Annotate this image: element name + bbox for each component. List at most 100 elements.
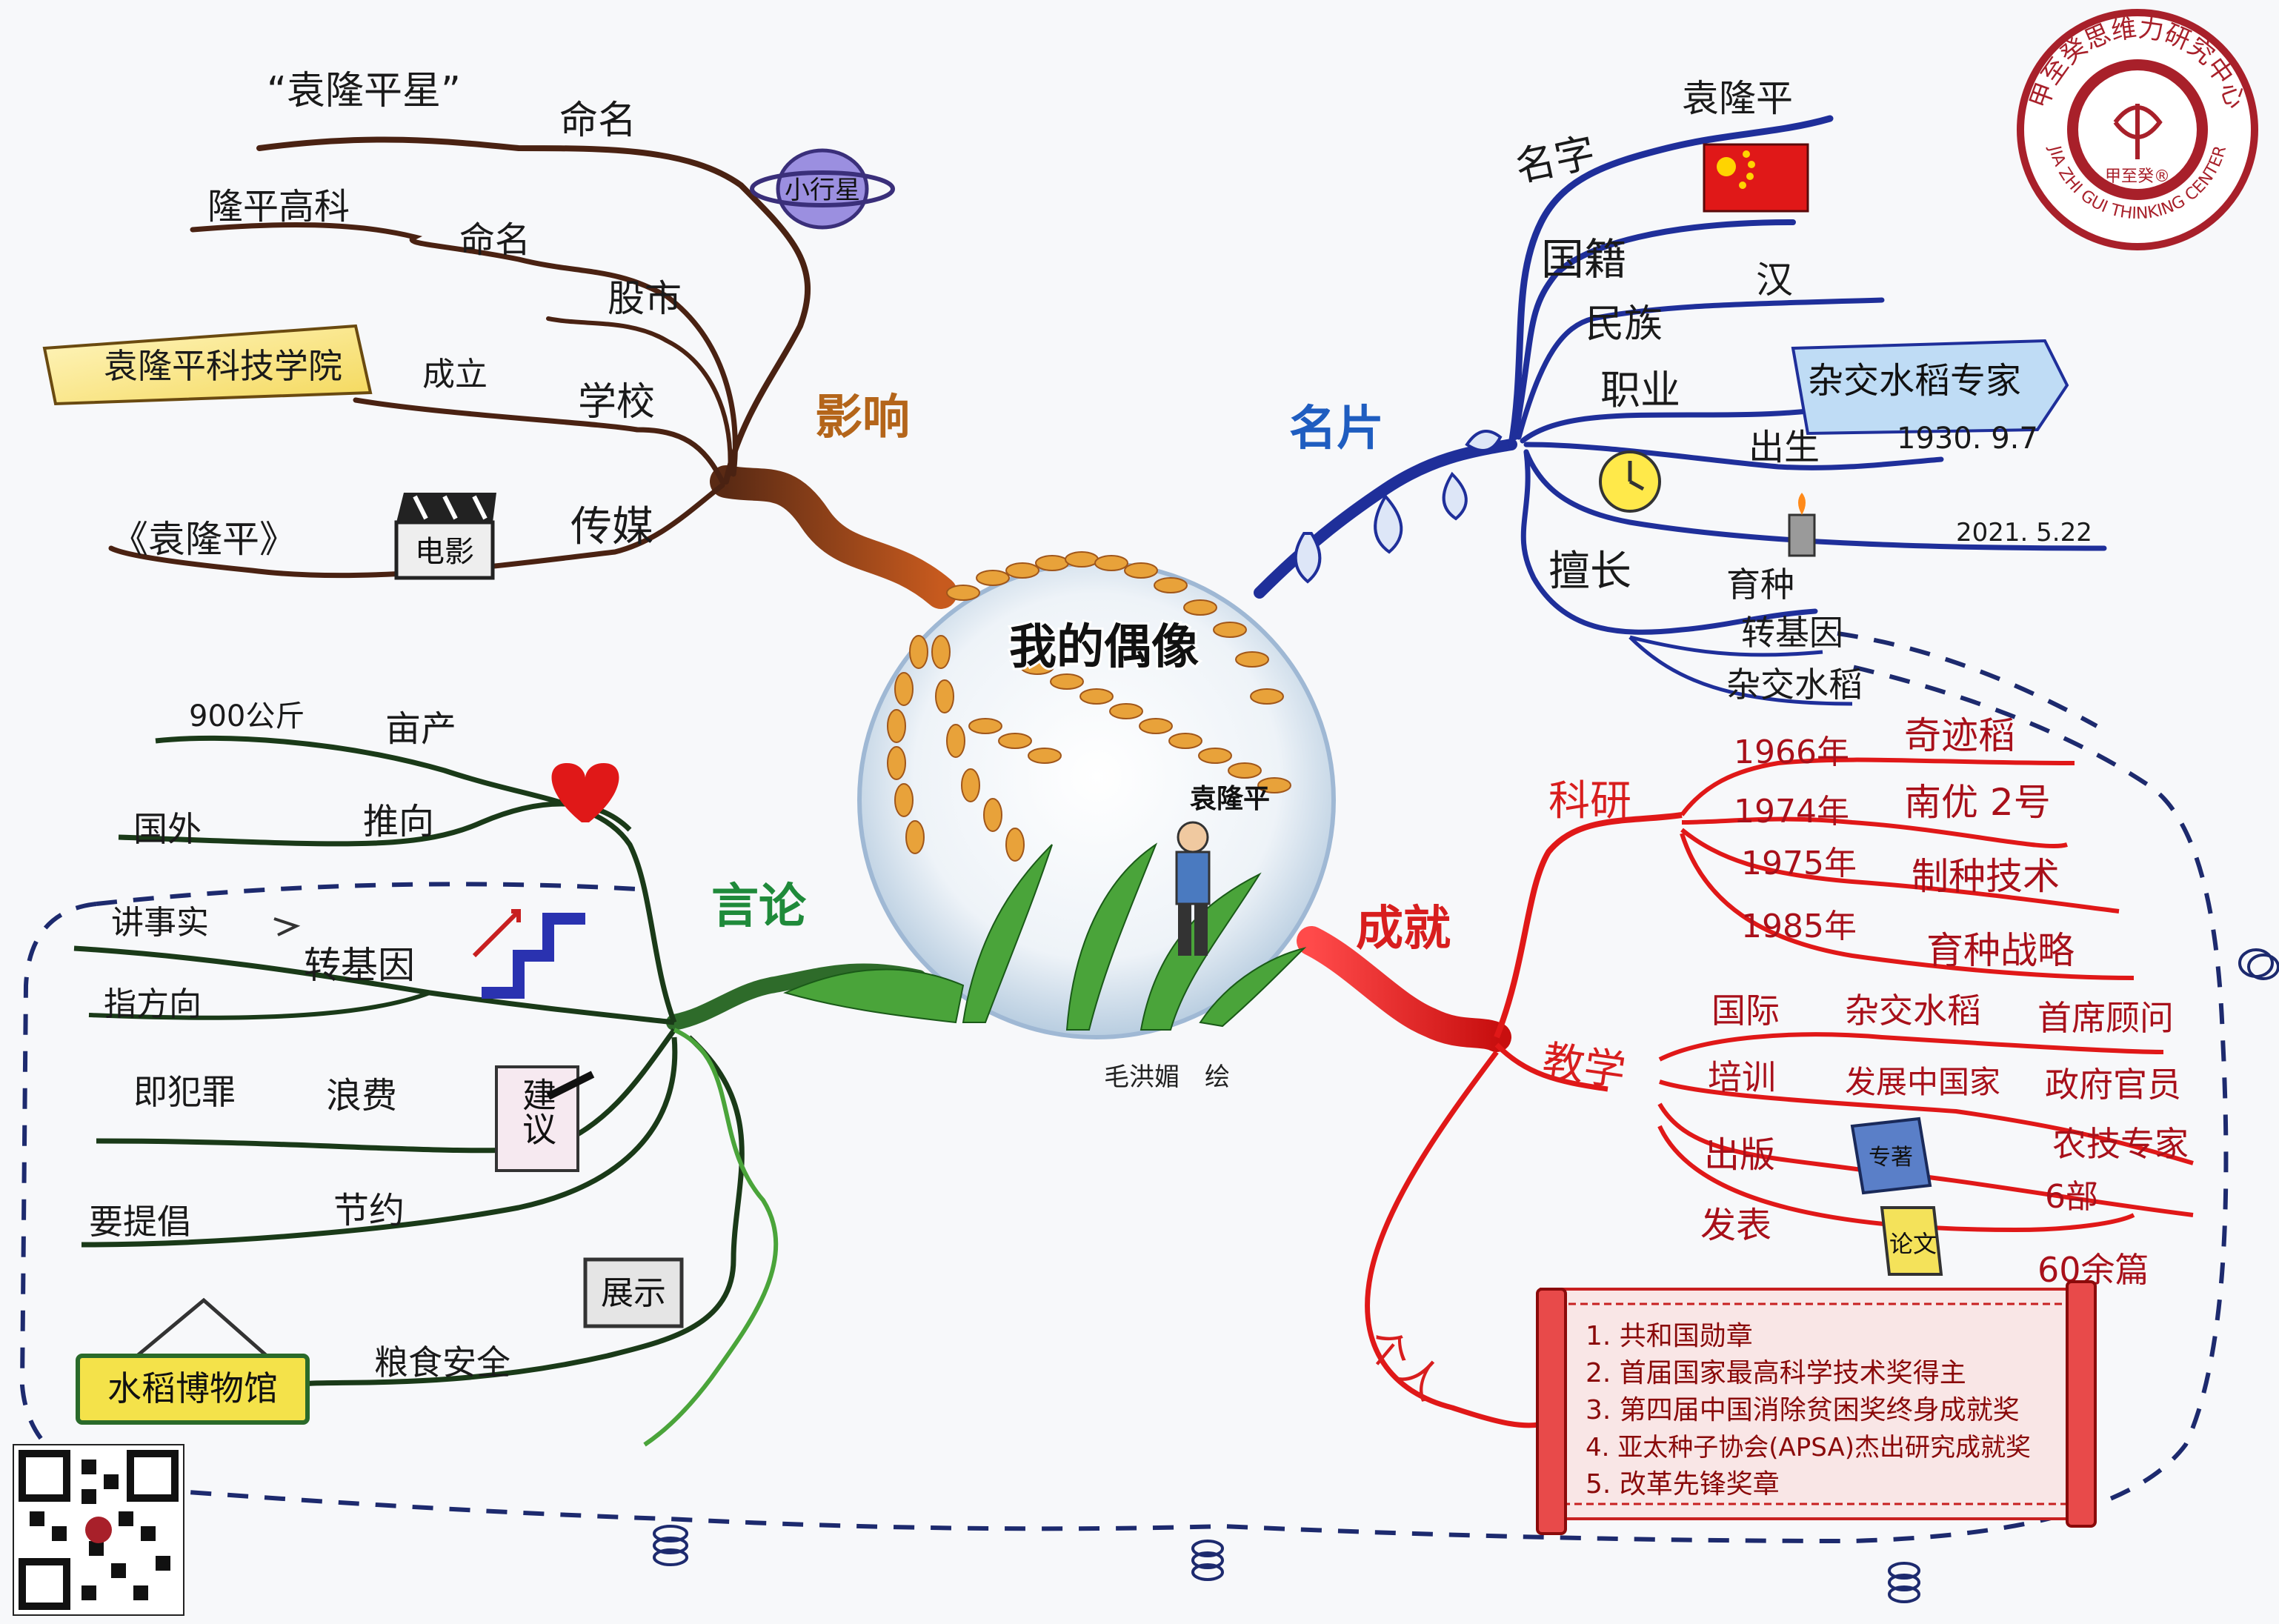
influence-item-naming-star: 命名 — [559, 99, 636, 143]
card-expertise-1: 育种 — [1726, 565, 1794, 605]
teaching-mid-training: 发展中国家 — [1845, 1064, 2000, 1100]
honor-1: 1. 共和国勋章 — [1586, 1321, 1753, 1351]
center-image: 我的偶像 袁隆平 毛洪媚 绘 — [783, 551, 1336, 1092]
svg-text:水稻博物馆: 水稻博物馆 — [107, 1368, 278, 1408]
speech-label-waste: 浪费 — [326, 1075, 397, 1116]
influence-detail-company: 隆平高科 — [207, 186, 350, 227]
teaching-value-intl: 首席顾问 — [2037, 998, 2174, 1038]
honor-4: 4. 亚太种子协会(APSA)杰出研究成就奖 — [1586, 1433, 2031, 1462]
influence-title: 影响 — [815, 390, 910, 445]
card-expertise-2: 转基因 — [1741, 613, 1843, 653]
branch-card: 名片 名字 袁隆平 国籍 民族 汉 职业 杂交水稻专家 出生 1930. 9.7… — [1254, 77, 2107, 706]
achievements-title: 成就 — [1356, 902, 1451, 956]
card-title: 名片 — [1289, 402, 1384, 456]
influence-item-media: 传媒 — [570, 503, 653, 551]
grass-icon — [783, 842, 1307, 1031]
card-expertise-3: 杂交水稻 — [1726, 665, 1863, 705]
card-label-birth: 出生 — [1749, 427, 1820, 468]
speech-label-yield: 亩产 — [385, 708, 456, 750]
spring-coil-icon — [653, 948, 2279, 1603]
film-clapper-icon: 电影 — [394, 493, 496, 580]
teaching-value-experts: 农技专家 — [2052, 1124, 2189, 1164]
research-year-1: 1966年 — [1734, 733, 1849, 771]
honor-5: 5. 改革先锋奖章 — [1586, 1469, 1780, 1500]
research-value-4: 育种战略 — [1926, 929, 2075, 972]
teaching-label-training: 培训 — [1708, 1057, 1776, 1097]
rice-ear-icon — [887, 551, 1291, 862]
center-title: 我的偶像 — [1009, 620, 1199, 675]
branch-achievements: 成就 科研 1966年 奇迹稻 1974年 南优 2号 1975年 制种技术 1… — [1297, 714, 2194, 1535]
teaching-value-books: 6部 — [2045, 1178, 2098, 1216]
dashed-frame-top-left — [96, 882, 638, 906]
speech-value-abroad: 国外 — [133, 809, 202, 849]
svg-text:展示: 展示 — [601, 1274, 666, 1312]
card-value-ethnicity: 汉 — [1756, 259, 1793, 302]
card-value-death: 2021. 5.22 — [1956, 518, 2092, 548]
honors-scroll: 1. 共和国勋章 2. 首届国家最高科学技术奖得主 3. 第四届中国消除贫困奖终… — [1536, 1280, 2097, 1535]
center-person-label: 袁隆平 — [1190, 784, 1270, 814]
book-icon: 专著 — [1850, 1116, 1932, 1195]
research-value-3: 制种技术 — [1912, 855, 2060, 898]
influence-trunk — [710, 465, 957, 609]
influence-detail-star: “袁隆平星” — [267, 69, 461, 113]
logo-mark: 甲至癸® — [2105, 167, 2170, 186]
bellflower-icon — [1294, 430, 1503, 584]
honor-2: 2. 首届国家最高科学技术奖得主 — [1586, 1358, 1966, 1388]
influence-detail-media: 《袁隆平》 — [111, 518, 296, 561]
speech-value-facts: 讲事实 — [111, 904, 209, 942]
artist-credit: 毛洪媚 绘 — [1104, 1062, 1230, 1092]
vine-decoration — [643, 1028, 779, 1447]
stairs-icon — [273, 909, 585, 999]
honor-3: 3. 第四届中国消除贫困奖终身成就奖 — [1586, 1395, 2020, 1425]
card-label-ethnicity: 民族 — [1586, 302, 1663, 347]
card-label-nationality: 国籍 — [1541, 234, 1627, 284]
candle-icon — [1788, 493, 1816, 557]
speech-value-saving: 要提倡 — [89, 1202, 191, 1242]
svg-text:建议: 建议 — [517, 1077, 557, 1145]
branch-speech: 言论 900公斤 亩产 国外 推向 讲事实 指方向 转基因 即犯罪 浪费 建议 … — [73, 699, 927, 1447]
display-icon: 展示 — [583, 1257, 684, 1328]
speech-label-gm: 转基因 — [304, 944, 415, 987]
china-flag-icon — [1703, 143, 1809, 213]
teaching-items: 国际 杂交水稻 首席顾问 培训 发展中国家 政府官员 农技专家 出版 专著 6部… — [1700, 991, 2189, 1290]
branch-influence: 影响 命名 “袁隆平星” 小行星 命名 隆平高科 股市 学校 成立 袁隆平科技学… — [42, 69, 957, 609]
card-value-birth: 1930. 9.7 — [1897, 422, 2038, 456]
teaching-label-publish: 出版 — [1704, 1134, 1775, 1176]
influence-item-school: 学校 — [578, 380, 655, 425]
museum-sign: 水稻博物馆 — [76, 1297, 310, 1425]
research-label: 科研 — [1548, 777, 1631, 825]
svg-text:专著: 专著 — [1869, 1145, 1913, 1171]
teaching-label: 教学 — [1540, 1036, 1628, 1096]
dashed-frame-top-right — [1837, 631, 2098, 728]
teaching-label-intl: 国际 — [1711, 991, 1780, 1031]
research-year-3: 1975年 — [1741, 845, 1857, 882]
school-banner: 袁隆平科技学院 — [42, 324, 373, 406]
speech-title: 言论 — [711, 879, 807, 934]
card-value-name: 袁隆平 — [1682, 77, 1793, 120]
svg-text:杂交水稻专家: 杂交水稻专家 — [1808, 360, 2021, 402]
suggestion-note-icon: 建议 — [495, 1065, 595, 1172]
influence-school-verb: 成立 — [422, 356, 488, 393]
svg-text:论文: 论文 — [1889, 1230, 1937, 1258]
logo-seal: 甲至癸思维力研究中心 JIA ZHI GUI THINKING CENTER 甲… — [2017, 9, 2258, 250]
teaching-value-officials: 政府官员 — [2045, 1065, 2181, 1105]
svg-text:袁隆平科技学院: 袁隆平科技学院 — [104, 346, 342, 386]
job-banner: 杂交水稻专家 — [1791, 339, 2069, 436]
person-figure — [1175, 821, 1211, 956]
research-value-1: 奇迹稻 — [1904, 714, 2015, 757]
clock-icon — [1599, 450, 1661, 513]
speech-value-yield: 900公斤 — [189, 699, 305, 733]
card-label-expertise: 擅长 — [1548, 548, 1631, 596]
card-label-job: 职业 — [1600, 367, 1680, 413]
speech-label-food: 粮食安全 — [374, 1342, 510, 1382]
research-items: 1966年 奇迹稻 1974年 南优 2号 1975年 制种技术 1985年 育… — [1734, 714, 2075, 972]
influence-item-naming-company: 命名 — [459, 219, 530, 261]
speech-label-abroad: 推向 — [363, 801, 434, 842]
research-year-2: 1974年 — [1734, 793, 1849, 831]
svg-text:小行星: 小行星 — [785, 176, 860, 205]
card-label-name: 名字 — [1511, 129, 1600, 191]
teaching-label-papers: 发表 — [1700, 1205, 1771, 1246]
speech-label-saving: 节约 — [333, 1190, 405, 1231]
